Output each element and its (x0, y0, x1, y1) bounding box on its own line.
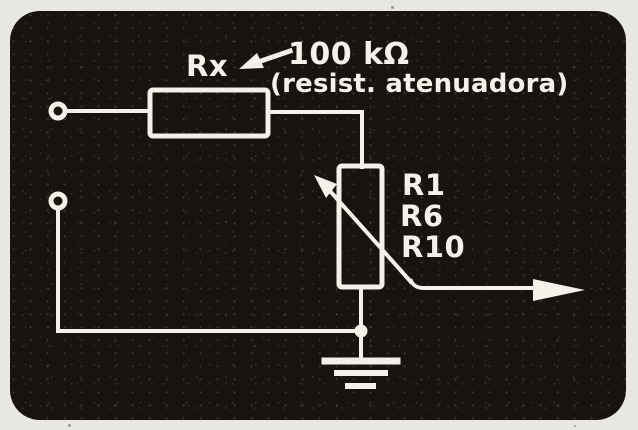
scan-speck (68, 424, 71, 427)
scan-speck (574, 425, 576, 427)
input-terminal-bottom (48, 191, 68, 211)
label-pot-ref-r6: R6 (400, 199, 444, 233)
scan-speck (391, 6, 394, 9)
wire-rx-to-pot (266, 110, 364, 169)
input-terminal-top (48, 101, 68, 121)
wiper-arrowhead-icon (314, 175, 337, 198)
wire-wiper-to-output (408, 278, 540, 290)
output-arrowhead-icon (533, 279, 585, 301)
label-rx-note: (resist. atenuadora) (270, 69, 569, 99)
label-pot-ref-r10: R10 (401, 230, 466, 264)
ground-icon (321, 357, 401, 389)
label-pot-ref-r1: R1 (402, 168, 446, 202)
schematic-panel (10, 11, 626, 420)
resistor-rx-body (147, 87, 271, 139)
label-pointer-arrow-icon (239, 47, 294, 69)
label-rx-value: 100 kΩ (288, 37, 410, 72)
label-rx: Rx (186, 49, 229, 83)
wiper-shaft (327, 188, 414, 285)
